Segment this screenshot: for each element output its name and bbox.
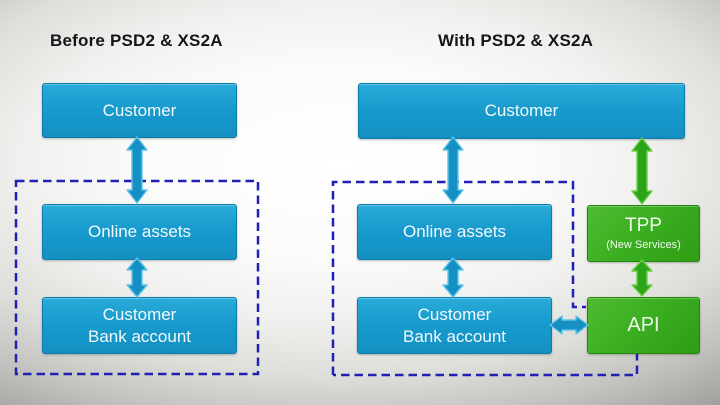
right-online-bank-double-arrow-icon	[442, 257, 464, 298]
right-customer-label: Customer	[484, 101, 559, 121]
right-bank-boundary-dashed-path-lower	[333, 352, 639, 377]
right-bank-account-box: Customer Bank account	[357, 297, 552, 354]
left-bank-account-label-line2: Bank account	[87, 326, 191, 346]
tpp-sublabel: (New Services)	[606, 239, 681, 251]
left-panel-title: Before PSD2 & XS2A	[50, 31, 223, 50]
right-bank-account-label-line2: Bank account	[402, 326, 506, 346]
tpp-label: TPP	[625, 215, 662, 237]
tpp-api-double-arrow-icon	[631, 259, 653, 297]
bank-api-double-arrow-icon	[549, 315, 589, 335]
left-online-assets-box: Online assets	[42, 204, 237, 260]
left-bank-account-label-line1: Customer	[102, 305, 177, 325]
right-customer-box: Customer	[358, 83, 685, 139]
customer-tpp-double-arrow-icon	[631, 137, 653, 205]
left-online-bank-double-arrow-icon	[126, 257, 148, 298]
right-online-assets-box: Online assets	[357, 204, 552, 260]
api-box: API	[587, 297, 700, 354]
left-customer-online-double-arrow-icon	[126, 136, 148, 204]
right-customer-online-double-arrow-icon	[442, 136, 464, 204]
tpp-box: TPP (New Services)	[587, 205, 700, 262]
api-label: API	[627, 314, 660, 336]
right-bank-account-label-line1: Customer	[417, 305, 492, 325]
left-bank-account-box: Customer Bank account	[42, 297, 237, 354]
left-online-assets-label: Online assets	[88, 222, 191, 242]
left-customer-label: Customer	[102, 100, 177, 120]
left-customer-box: Customer	[42, 83, 237, 138]
right-online-assets-label: Online assets	[403, 222, 506, 242]
right-panel-title: With PSD2 & XS2A	[438, 31, 594, 50]
